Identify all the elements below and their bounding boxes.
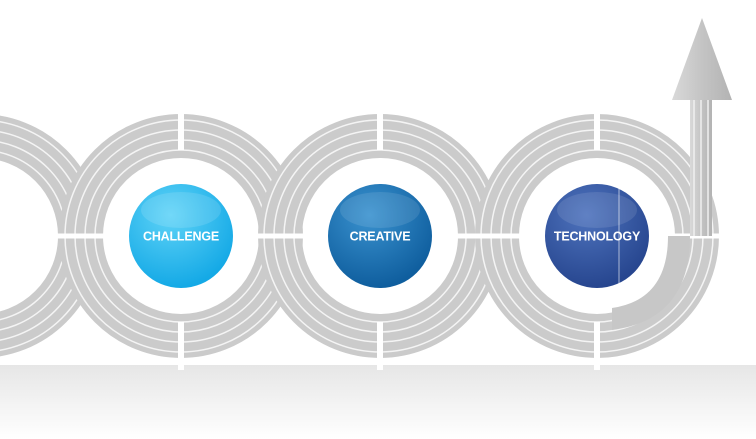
node-label-creative: CREATIVE bbox=[350, 230, 411, 244]
node-challenge: CHALLENGE bbox=[123, 178, 239, 294]
node-label-technology: TECHNOLOGY bbox=[554, 230, 641, 244]
up-arrow-icon bbox=[612, 18, 732, 330]
node-technology: TECHNOLOGY bbox=[539, 178, 655, 294]
reflection bbox=[0, 365, 756, 439]
node-creative: CREATIVE bbox=[322, 178, 438, 294]
node-label-challenge: CHALLENGE bbox=[143, 230, 219, 244]
band-rings bbox=[0, 100, 756, 370]
